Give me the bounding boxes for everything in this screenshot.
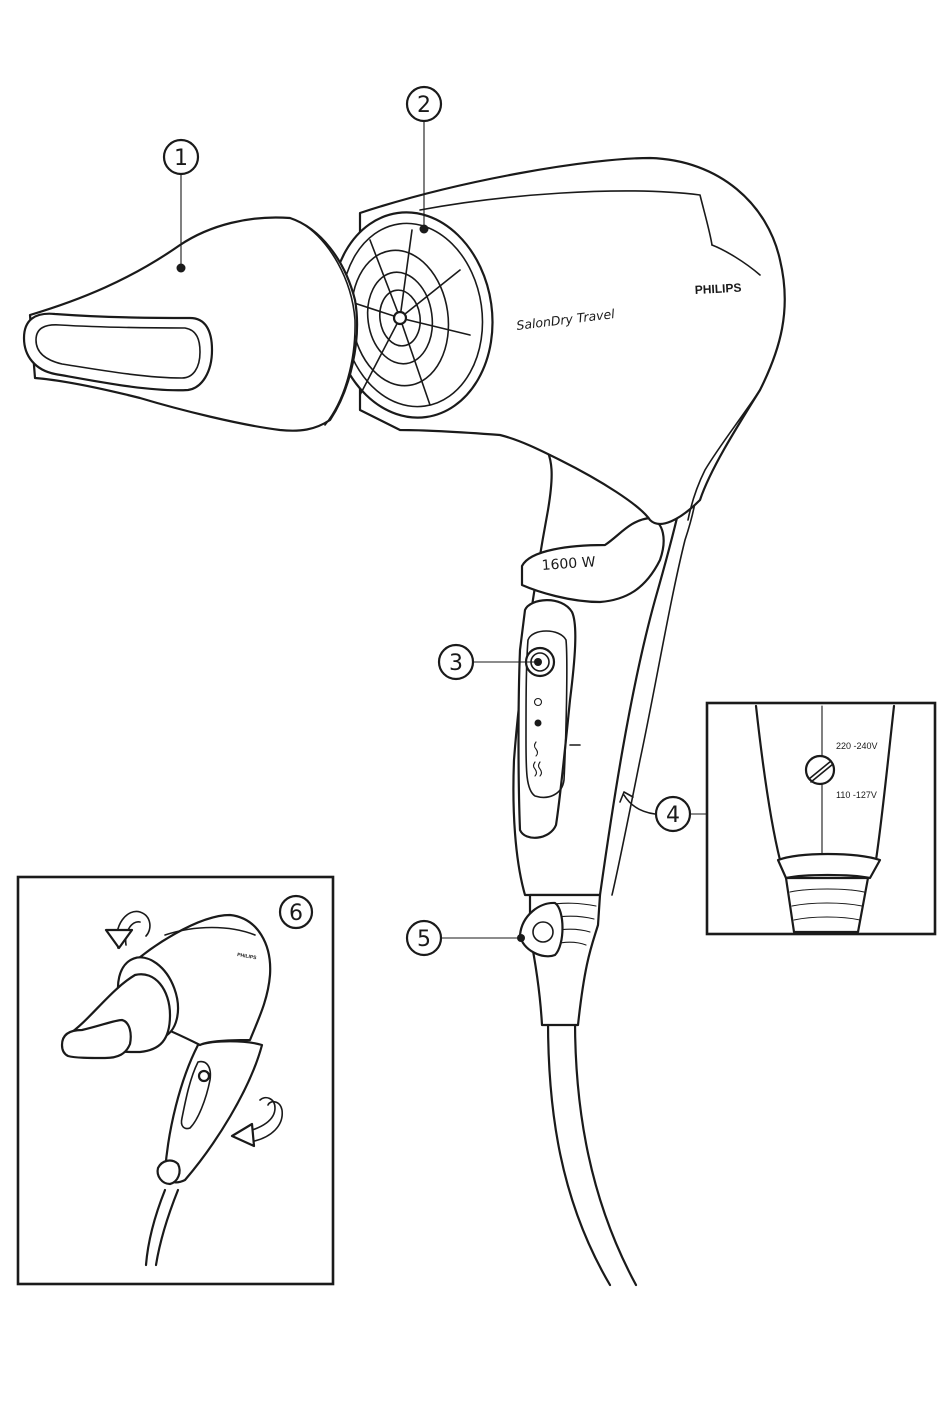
rotate-arrow-icon (104, 910, 151, 950)
voltage-selector-inset: 220 -240V 110 -127V (705, 701, 937, 936)
callout-2-number: 2 (417, 93, 431, 118)
speed-heat-switch (517, 599, 581, 839)
callout-6: 6 (278, 894, 314, 930)
callout-3: 3 (437, 643, 542, 681)
concentrator-nozzle (22, 216, 359, 432)
inset-brand-logo: PHILIPS (237, 952, 258, 961)
voltage-low-label: 110 -127V (836, 790, 877, 800)
wattage-label: 1600 W (541, 554, 596, 574)
callout-5-number: 5 (417, 927, 431, 952)
callout-3-number: 3 (449, 651, 463, 676)
callout-1-number: 1 (174, 146, 188, 171)
folding-handle-inset: 6 PHILIPS (16, 875, 335, 1286)
callout-4: 4 (619, 791, 708, 833)
callout-4-number: 4 (666, 803, 680, 828)
voltage-high-label: 220 -240V (836, 741, 878, 751)
curved-pointer-arrow (623, 794, 656, 815)
power-cord (546, 1018, 638, 1287)
callout-2: 2 (405, 85, 443, 234)
hanging-loop (518, 901, 564, 958)
callout-6-number: 6 (289, 901, 303, 926)
callout-1: 1 (162, 138, 200, 273)
fold-arrow-icon (230, 1096, 283, 1148)
voltage-screw-icon[interactable] (804, 754, 836, 786)
callout-5: 5 (405, 919, 525, 957)
air-inlet-grille (330, 211, 494, 419)
brand-logo: PHILIPS (694, 281, 741, 297)
